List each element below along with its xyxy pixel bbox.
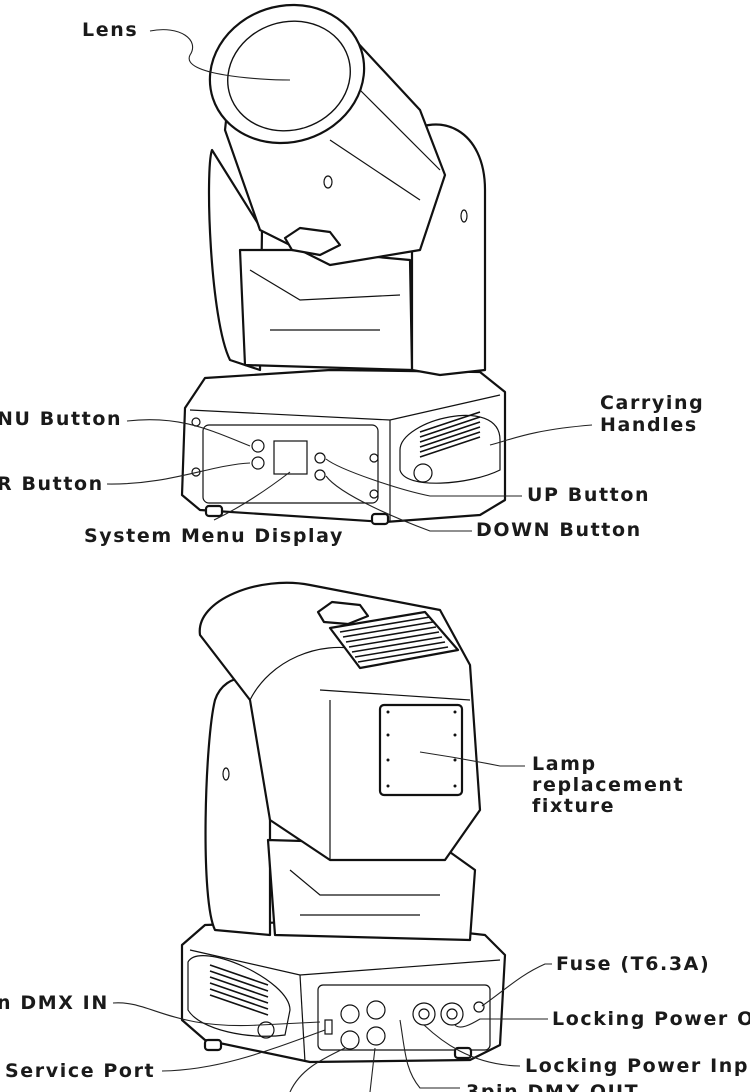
label-locking-power-in: Locking Power Inp (525, 1055, 749, 1077)
power-out-icon (440, 1002, 464, 1026)
label-service-port: Service Port (5, 1060, 155, 1082)
head-top-grill (328, 610, 460, 670)
leader-lines (106, 29, 593, 1092)
label-lamp-line3: fixture (532, 795, 615, 817)
label-dmx-in: n DMX IN (0, 992, 109, 1014)
front-side-grill (419, 411, 481, 458)
rear-side-grill (209, 964, 269, 1016)
dmx-out-3pin-icon (366, 1026, 386, 1046)
fuse-icon (473, 1001, 485, 1013)
callout-labels: Lens NU Button R Button Carrying Handles… (0, 19, 750, 1092)
label-carrying-handles-line2: Handles (600, 414, 698, 436)
front-view-fixture (180, 3, 507, 526)
menu-button-icon (251, 439, 265, 453)
label-system-menu-display: System Menu Display (84, 525, 344, 547)
label-up-button: UP Button (527, 484, 650, 506)
down-button-icon (314, 469, 326, 481)
up-button-icon (314, 452, 326, 464)
dmx-out-5pin-icon (366, 1000, 386, 1020)
label-carrying-handles-line1: Carrying (600, 392, 704, 414)
label-dmx-out: 3pin DMX OUT (466, 1081, 639, 1092)
label-lamp-line1: Lamp (532, 753, 597, 775)
label-lens: Lens (82, 19, 138, 41)
lamp-replacement-plate (378, 703, 464, 797)
label-fuse: Fuse (T6.3A) (556, 953, 710, 975)
label-enter-button: R Button (0, 473, 104, 495)
dmx-in-5pin-icon (340, 1004, 360, 1024)
label-locking-power-out: Locking Power O (552, 1008, 750, 1030)
label-menu-button: NU Button (0, 408, 122, 430)
enter-button-icon (251, 456, 265, 470)
rear-view-fixture (180, 581, 507, 1064)
label-down-button: DOWN Button (476, 519, 642, 541)
dmx-in-3pin-icon (340, 1030, 360, 1050)
service-port-icon (324, 1019, 333, 1035)
display-screen (273, 440, 308, 475)
label-lamp-line2: replacement (532, 774, 684, 796)
